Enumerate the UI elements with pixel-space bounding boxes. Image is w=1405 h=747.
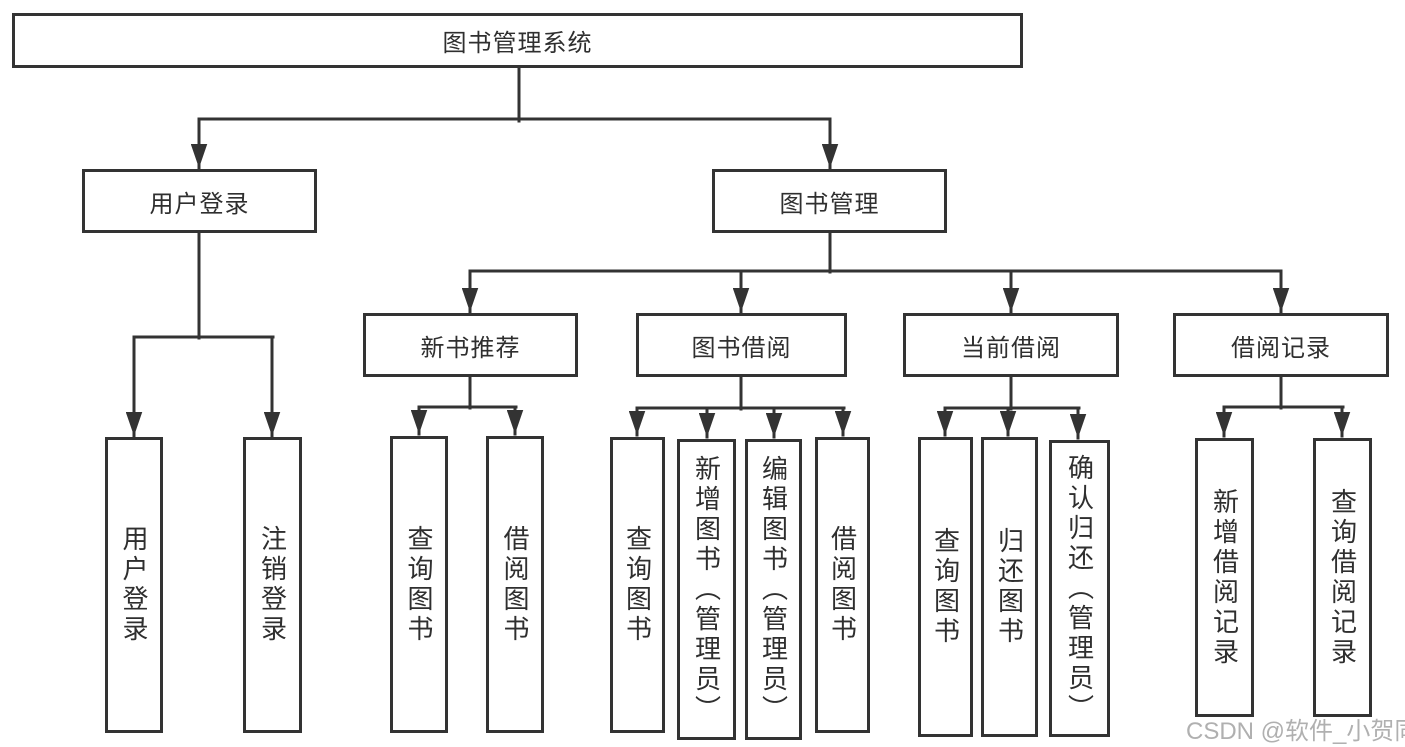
leaf-confirm-return-admin: 确认归还（管理员） bbox=[1049, 440, 1110, 737]
leaf-query-books-recommend: 查询图书 bbox=[390, 436, 448, 733]
node-root-system: 图书管理系统 bbox=[12, 13, 1023, 68]
node-book-borrow: 图书借阅 bbox=[636, 313, 847, 377]
node-borrow-records: 借阅记录 bbox=[1173, 313, 1389, 377]
leaf-query-books-current: 查询图书 bbox=[918, 437, 973, 737]
csdn-watermark: CSDN @软件_小贺同学 bbox=[1186, 718, 1405, 745]
leaf-query-borrow-record: 查询借阅记录 bbox=[1313, 438, 1372, 717]
leaf-borrow-books-recommend: 借阅图书 bbox=[486, 436, 544, 733]
leaf-borrow-books: 借阅图书 bbox=[815, 437, 870, 733]
leaf-return-books: 归还图书 bbox=[981, 437, 1038, 737]
node-new-book-recommend: 新书推荐 bbox=[363, 313, 578, 377]
leaf-add-books-admin: 新增图书（管理员） bbox=[677, 439, 736, 740]
leaf-query-books-borrow: 查询图书 bbox=[610, 437, 665, 733]
node-book-management: 图书管理 bbox=[712, 169, 947, 233]
node-user-login: 用户登录 bbox=[82, 169, 317, 233]
node-current-borrow: 当前借阅 bbox=[903, 313, 1119, 377]
leaf-logout: 注销登录 bbox=[243, 437, 302, 733]
leaf-user-login: 用户登录 bbox=[105, 437, 163, 733]
leaf-edit-books-admin: 编辑图书（管理员） bbox=[745, 439, 802, 740]
leaf-add-borrow-record: 新增借阅记录 bbox=[1195, 438, 1254, 717]
